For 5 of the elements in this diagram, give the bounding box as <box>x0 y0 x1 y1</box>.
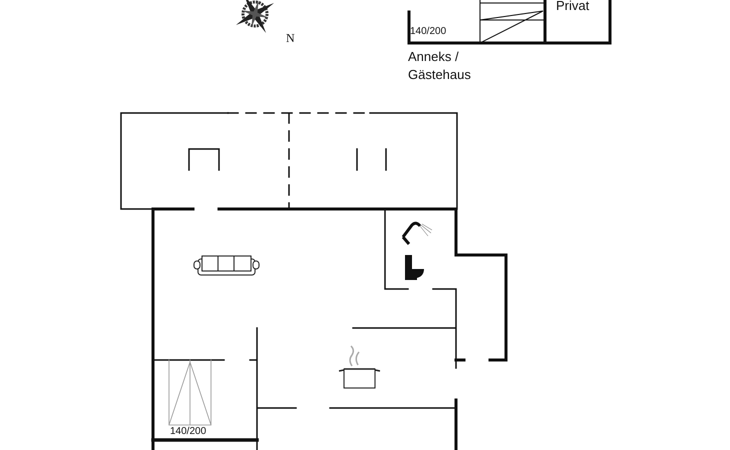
building-label: Anneks / Gästehaus <box>408 48 472 84</box>
bed-size-label: 140/200 <box>410 26 446 38</box>
bed-size-label: 140/200 <box>170 426 206 438</box>
north-label: N <box>286 31 295 46</box>
room-label: Privat <box>556 0 590 14</box>
